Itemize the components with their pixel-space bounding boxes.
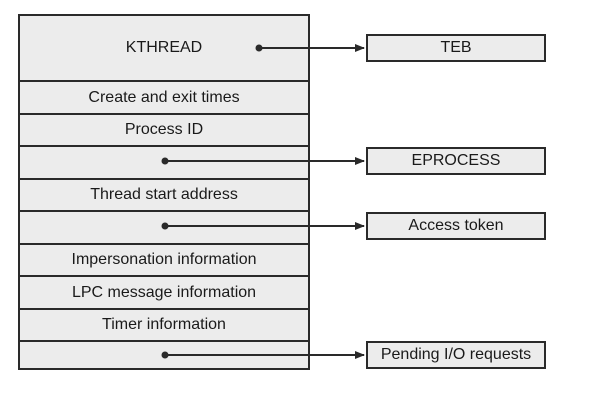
field-create-exit-times: Create and exit times <box>20 80 308 113</box>
field-impersonation-information: Impersonation information <box>20 243 308 275</box>
field-process-id: Process ID <box>20 113 308 145</box>
target-teb-label: TEB <box>440 39 472 56</box>
field-kthread: KTHREAD <box>20 16 308 80</box>
ethread-structure: KTHREAD Create and exit times Process ID… <box>18 14 310 370</box>
target-access-token: Access token <box>366 212 546 240</box>
field-thread-start-address: Thread start address <box>20 178 308 210</box>
target-pending-io-requests: Pending I/O requests <box>366 341 546 369</box>
target-teb: TEB <box>366 34 546 62</box>
target-eprocess: EPROCESS <box>366 147 546 175</box>
target-access-token-label: Access token <box>408 217 504 234</box>
field-access-token-pointer <box>20 210 308 243</box>
target-eprocess-label: EPROCESS <box>411 152 501 169</box>
field-pending-io-pointer <box>20 340 308 368</box>
field-kthread-label: KTHREAD <box>125 39 203 56</box>
field-lpc-message-information-label: LPC message information <box>71 283 257 301</box>
field-lpc-message-information: LPC message information <box>20 275 308 308</box>
field-create-exit-times-label: Create and exit times <box>88 88 240 106</box>
target-pending-io-requests-label: Pending I/O requests <box>380 346 532 363</box>
field-process-id-label: Process ID <box>124 121 204 138</box>
field-timer-information: Timer information <box>20 308 308 340</box>
field-timer-information-label: Timer information <box>102 316 226 333</box>
field-impersonation-information-label: Impersonation information <box>71 251 257 268</box>
field-thread-start-address-label: Thread start address <box>90 186 238 203</box>
field-eprocess-pointer <box>20 145 308 178</box>
